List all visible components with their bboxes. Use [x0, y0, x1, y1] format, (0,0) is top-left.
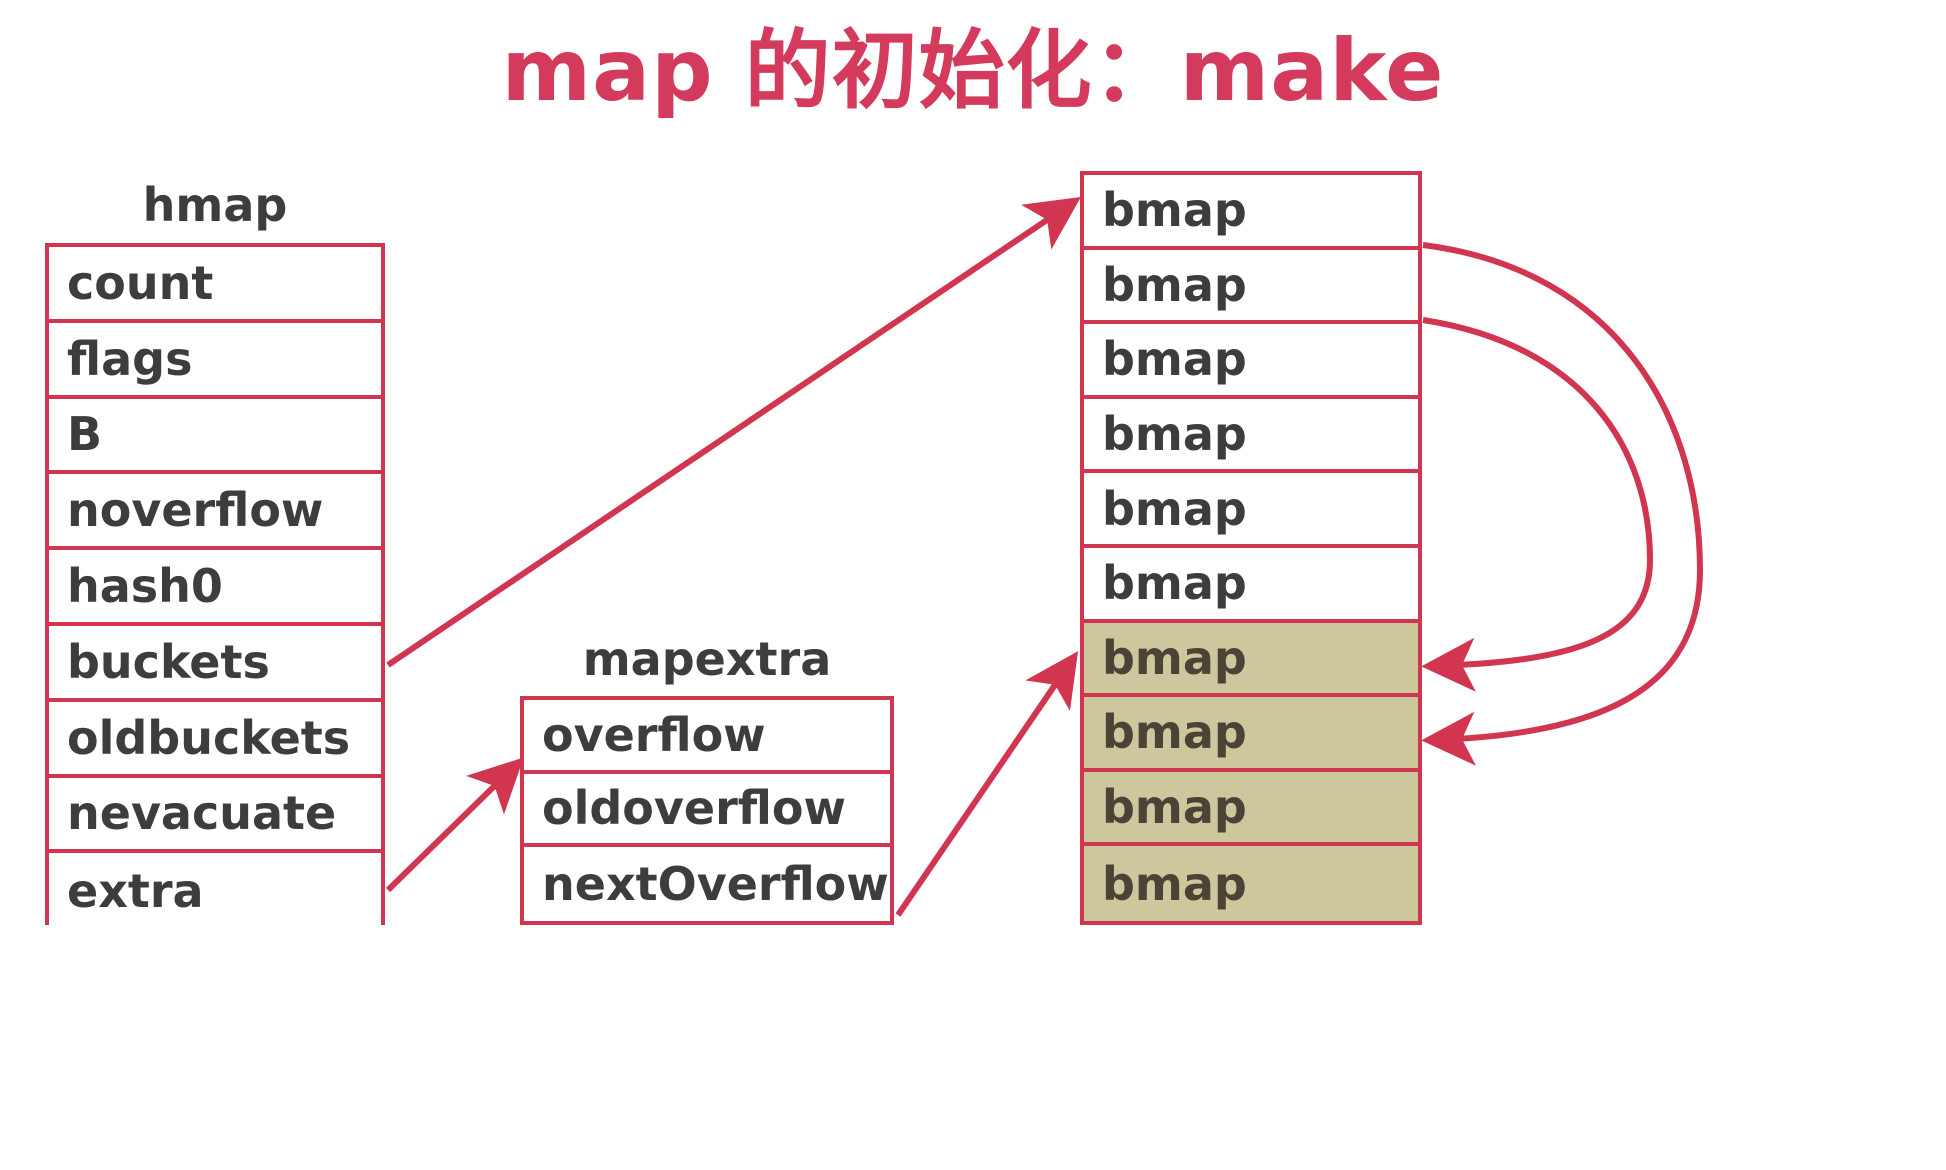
- hmap-struct: count flags B noverflow hash0 buckets ol…: [45, 243, 385, 930]
- bmap-cell-3: bmap: [1084, 398, 1418, 474]
- mapextra-field-nextoverflow: nextOverflow: [524, 847, 890, 921]
- arrow-nextoverflow-to-bmap: [895, 651, 1079, 917]
- bmap-cell-4: bmap: [1084, 473, 1418, 548]
- mapextra-label: mapextra: [582, 632, 832, 686]
- hmap-field-flags: flags: [49, 322, 381, 399]
- arrow-buckets-to-bmap: [386, 196, 1081, 668]
- hmap-field-hash0: hash0: [49, 550, 381, 626]
- arrow-overflow-chain-inner: [1421, 317, 1654, 692]
- hmap-field-nevacuate: nevacuate: [49, 777, 381, 854]
- bmap-cell-2: bmap: [1084, 324, 1418, 399]
- hmap-field-b: B: [49, 398, 381, 475]
- bmap-cell-7: bmap: [1084, 697, 1418, 772]
- arrow-overflow-chain-outer: [1421, 242, 1704, 766]
- bmap-cell-8: bmap: [1084, 771, 1418, 847]
- hmap-field-buckets: buckets: [49, 625, 381, 702]
- bmap-cell-0: bmap: [1084, 175, 1418, 250]
- hmap-field-oldbuckets: oldbuckets: [49, 701, 381, 778]
- bmap-cell-6: bmap: [1084, 622, 1418, 698]
- hmap-label: hmap: [142, 178, 288, 232]
- bmap-cell-9: bmap: [1084, 846, 1418, 921]
- page-title: map 的初始化：make: [501, 21, 1445, 121]
- hmap-field-noverflow: noverflow: [49, 474, 381, 551]
- mapextra-field-overflow: overflow: [524, 700, 890, 774]
- arrow-extra-to-mapextra: [385, 757, 524, 893]
- mapextra-field-oldoverflow: oldoverflow: [524, 773, 890, 848]
- hmap-field-extra: extra: [49, 853, 381, 930]
- hmap-field-count: count: [49, 247, 381, 323]
- mapextra-struct: overflow oldoverflow nextOverflow: [520, 696, 894, 925]
- bmap-cell-1: bmap: [1084, 249, 1418, 325]
- bmap-bucket-array: bmap bmap bmap bmap bmap bmap bmap bmap …: [1080, 171, 1422, 925]
- bmap-cell-5: bmap: [1084, 547, 1418, 623]
